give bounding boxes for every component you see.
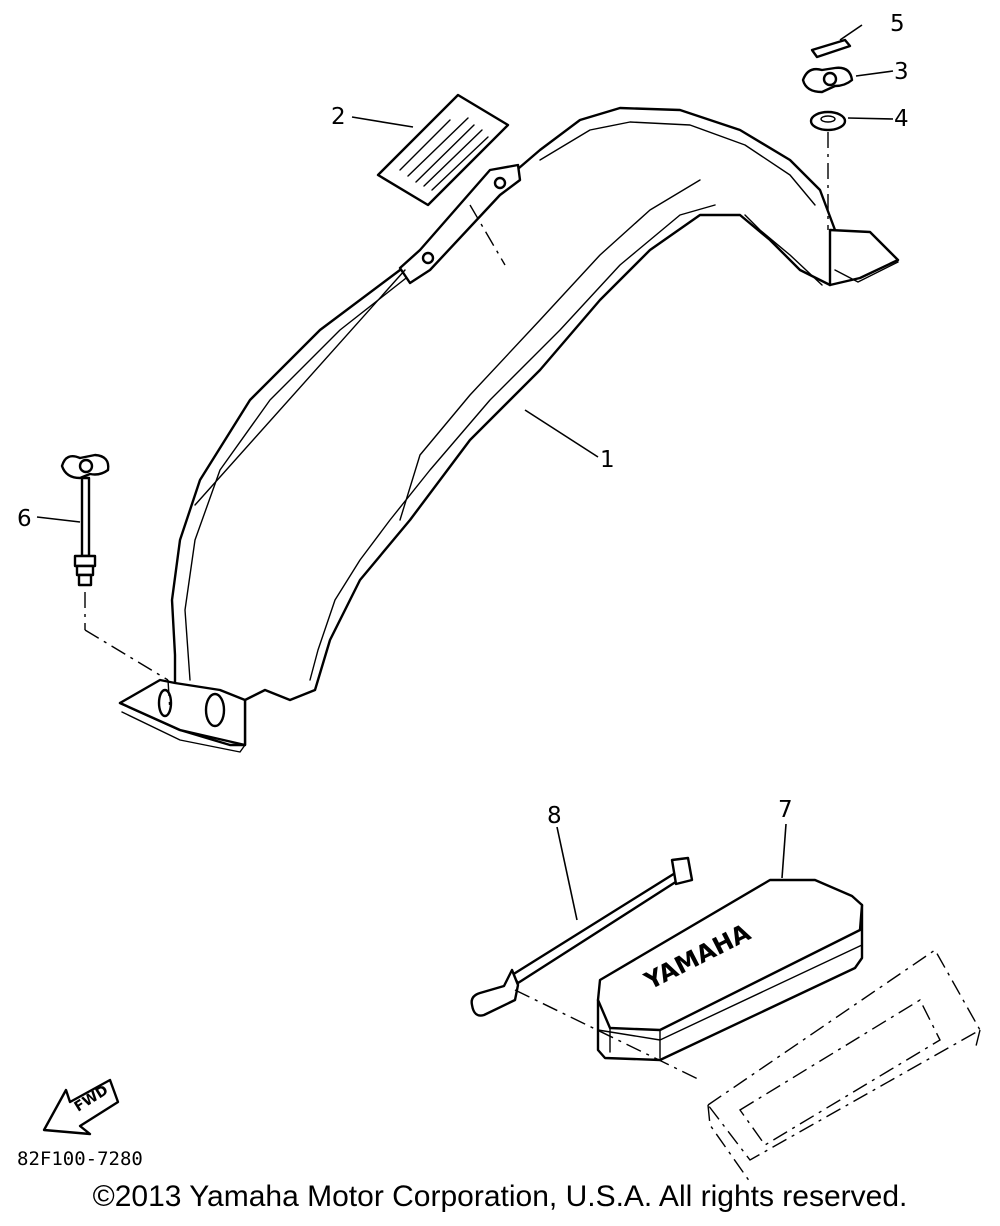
fender-part xyxy=(118,106,900,753)
battery-tray xyxy=(706,948,981,1183)
callout-7: 7 xyxy=(778,797,793,823)
callout-2: 2 xyxy=(331,104,346,130)
callout-6: 6 xyxy=(17,506,32,532)
callout-4: 4 xyxy=(894,106,909,132)
callout-5: 5 xyxy=(890,11,905,37)
hardware-rear xyxy=(801,38,854,230)
leader-lines xyxy=(36,24,894,921)
bolt-part xyxy=(60,453,171,713)
callout-1: 1 xyxy=(600,447,615,473)
diagram-part-code: 82F100-7280 xyxy=(17,1148,143,1170)
label-part xyxy=(376,93,510,266)
callout-3: 3 xyxy=(894,59,909,85)
wing-nut-part xyxy=(801,66,854,94)
strap-part xyxy=(470,856,701,1081)
copyright-notice: ©2013 Yamaha Motor Corporation, U.S.A. A… xyxy=(92,1180,908,1213)
washer-part xyxy=(809,110,847,132)
screw-part xyxy=(810,38,852,59)
callout-8: 8 xyxy=(547,803,562,829)
forward-arrow-icon: FWD xyxy=(42,1078,120,1136)
